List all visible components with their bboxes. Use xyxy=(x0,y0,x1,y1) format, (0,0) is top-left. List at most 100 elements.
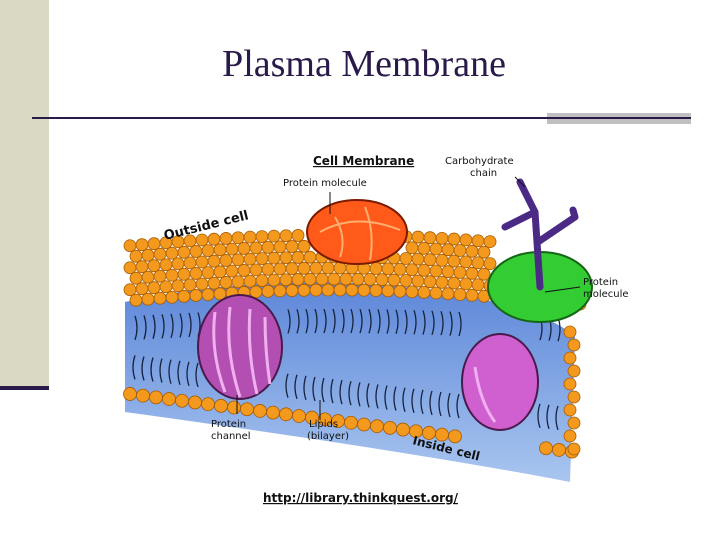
lipid-head xyxy=(273,240,287,254)
lipid-tail xyxy=(411,310,417,413)
lipid-head xyxy=(447,254,461,268)
lipid-head xyxy=(136,388,150,403)
lipid-head xyxy=(563,403,577,417)
lipid-head xyxy=(417,263,431,277)
lipid-head xyxy=(177,267,191,281)
lipid-head xyxy=(563,377,577,391)
lipid-head xyxy=(297,261,311,275)
lipid-head xyxy=(363,272,377,286)
lipid-head xyxy=(147,237,161,251)
lipid-head xyxy=(129,271,143,285)
lipid-head xyxy=(333,283,347,297)
lipid-head xyxy=(177,289,191,303)
lipid-head xyxy=(141,248,155,262)
lipid-head xyxy=(441,265,455,279)
lipid-head xyxy=(405,285,419,299)
leader-lines xyxy=(236,176,581,420)
lipid-head xyxy=(567,364,581,378)
lipid-head xyxy=(357,417,371,432)
lipid-tail xyxy=(402,309,408,412)
lipid-head xyxy=(405,263,419,277)
lipid-head xyxy=(429,286,443,300)
lipid-head xyxy=(285,240,299,253)
lipid-head xyxy=(285,262,299,275)
lipid-head xyxy=(303,272,317,286)
lipid-head xyxy=(213,265,227,279)
lipid-head xyxy=(135,282,149,296)
label-carbohydrate-line1: Carbohydrate xyxy=(445,156,514,167)
lipid-head xyxy=(396,422,410,437)
lipid-head xyxy=(563,429,577,443)
lipid-head xyxy=(255,252,269,265)
lipid-head xyxy=(381,284,395,298)
lipid-tail xyxy=(393,309,399,411)
label-protein-channel-line1: Protein xyxy=(211,419,246,430)
lipid-head xyxy=(153,291,167,305)
lipid-head xyxy=(253,404,267,418)
lipid-head xyxy=(213,243,227,257)
lipid-tail xyxy=(132,315,138,380)
protein-channel-right xyxy=(461,333,539,431)
lipid-head xyxy=(159,280,173,294)
lipid-tail xyxy=(438,310,444,417)
lipid-head xyxy=(483,235,497,249)
lipid-head xyxy=(453,288,467,301)
lipid-head xyxy=(417,285,431,299)
lipid-head xyxy=(129,293,143,307)
lipid-tail xyxy=(168,313,174,384)
lipid-head xyxy=(291,229,305,242)
lipid-head xyxy=(411,230,425,244)
lipid-tails xyxy=(132,308,561,431)
lipid-head xyxy=(441,287,455,301)
lipid-head xyxy=(147,281,161,295)
lipid-head xyxy=(231,275,245,289)
lipid-head xyxy=(370,419,384,434)
lipid-tail xyxy=(366,309,372,408)
lipid-head xyxy=(214,398,228,413)
lipid-head xyxy=(243,274,257,288)
lipid-head xyxy=(567,442,581,456)
lipid-tail xyxy=(186,312,192,387)
lipid-head xyxy=(279,273,293,287)
lipid-head xyxy=(267,273,281,287)
lipid-head xyxy=(153,247,167,261)
lipid-tail xyxy=(384,309,390,410)
lipid-head xyxy=(315,272,329,286)
lipid-tail xyxy=(420,310,426,415)
lipid-head xyxy=(237,242,251,255)
lipid-head xyxy=(447,232,461,246)
lipid-head xyxy=(399,252,413,265)
lipid-head xyxy=(249,241,263,255)
lipid-head xyxy=(123,239,137,253)
lipid-head xyxy=(141,270,155,284)
lipid-head xyxy=(129,249,143,263)
lipid-head xyxy=(159,258,173,272)
cell-membrane-diagram: Cell Membrane Carbohydrate chain Protein… xyxy=(115,152,638,510)
lipid-head xyxy=(471,234,485,248)
lipid-head xyxy=(183,256,197,270)
lipid-head xyxy=(147,259,161,273)
lipid-tail xyxy=(285,309,291,398)
lipid-head xyxy=(321,261,335,275)
lipid-tail xyxy=(348,308,354,406)
lipid-head xyxy=(195,277,209,291)
lipid-head xyxy=(417,241,431,255)
lipid-head xyxy=(237,264,251,277)
lipid-head xyxy=(243,230,257,244)
label-lipids-line2: (bilayer) xyxy=(307,431,349,442)
lipid-tail xyxy=(159,314,165,383)
slide-title: Plasma Membrane xyxy=(222,43,506,85)
lipid-head xyxy=(201,397,215,412)
lipid-head xyxy=(448,429,462,444)
lipid-tail xyxy=(447,311,453,418)
lipid-head xyxy=(381,262,395,276)
lipid-head xyxy=(153,269,167,283)
lipid-head xyxy=(339,272,353,286)
lipid-head xyxy=(273,284,287,298)
lipid-tail xyxy=(294,309,300,399)
lipid-head xyxy=(459,233,473,247)
title-rule xyxy=(32,117,547,119)
title-rule-accent-line xyxy=(547,117,691,119)
lipid-head xyxy=(435,253,449,267)
label-protein-molecule-top: Protein molecule xyxy=(283,178,367,189)
